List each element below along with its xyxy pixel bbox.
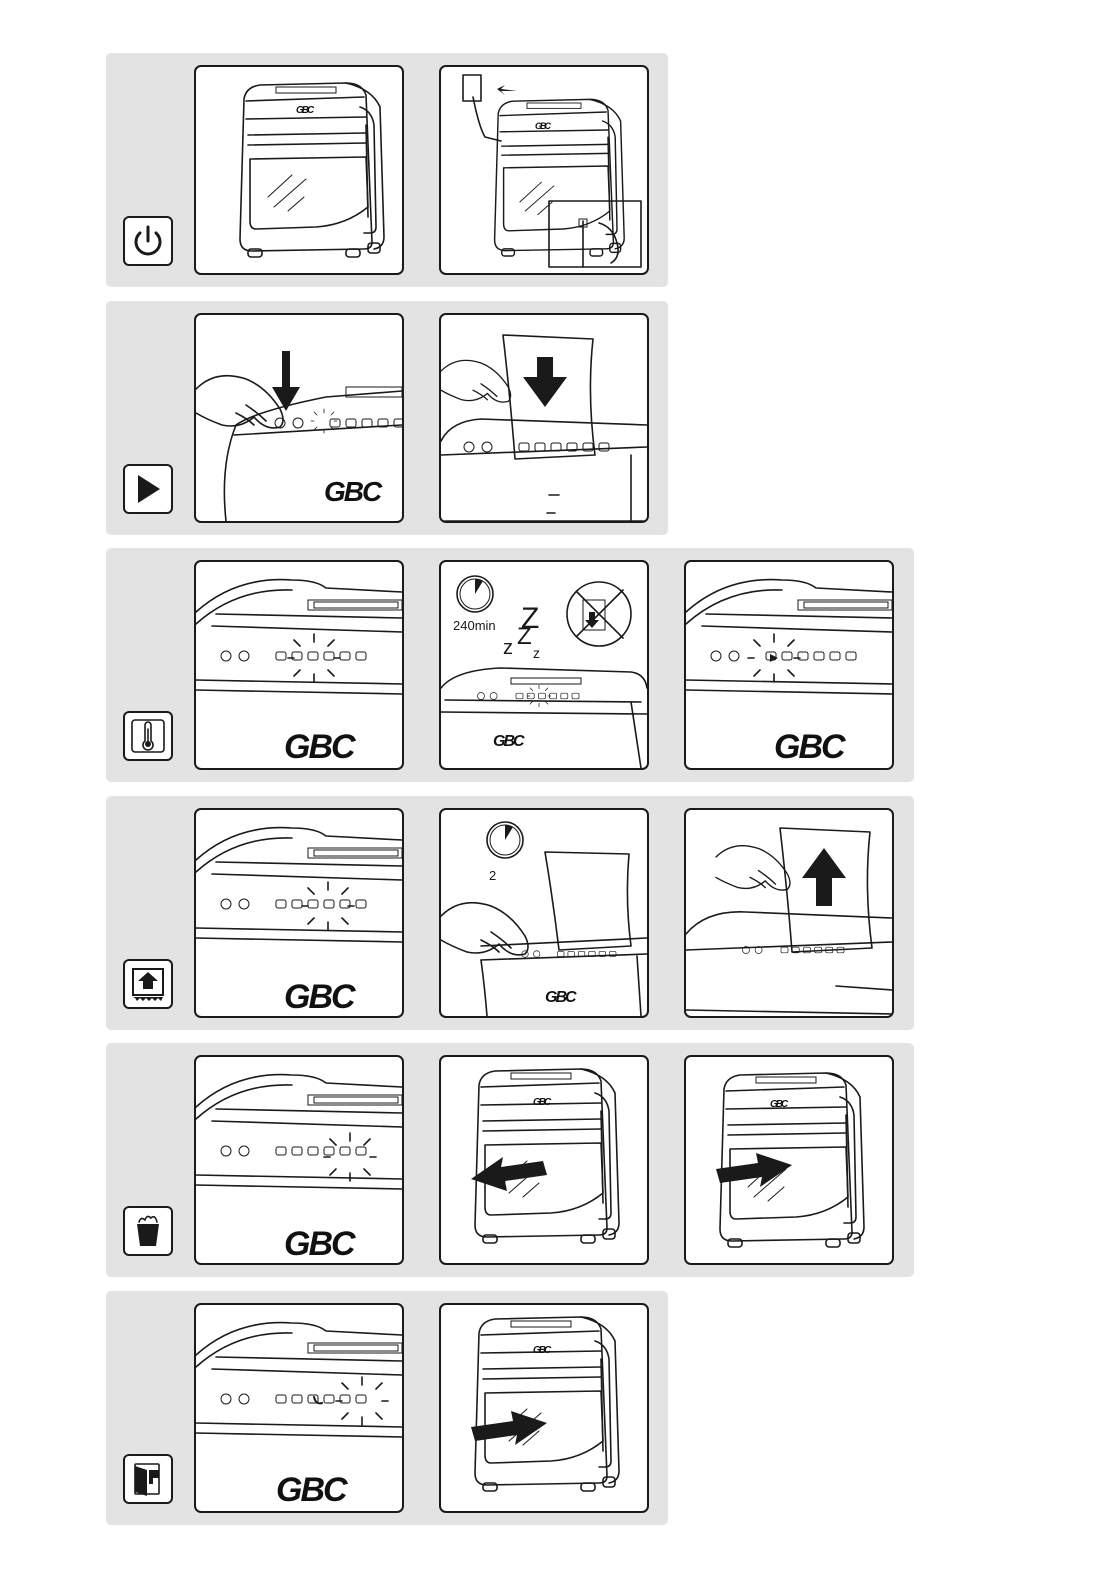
svg-text:GBC: GBC (493, 733, 525, 750)
panel-bin-light: GBC (194, 1055, 404, 1265)
panel-door-light: GBC (194, 1303, 404, 1513)
paper-jam-icon (123, 959, 173, 1009)
step-row-auto-start: GBC (106, 301, 668, 535)
step-row-paper-jam: GBC 2 GBC (106, 796, 914, 1030)
cool-down-time: 240min (453, 618, 496, 633)
step-row-overheat: GBC 240min z Z Z z GBC (106, 548, 914, 782)
svg-text:GBC: GBC (533, 1345, 552, 1356)
bin-icon (123, 1206, 173, 1256)
svg-text:GBC: GBC (770, 1099, 789, 1110)
svg-text:GBC: GBC (533, 1097, 552, 1108)
step-row-bin-full: GBC GBC GBC (106, 1043, 914, 1277)
reverse-seconds: 2 (489, 868, 496, 883)
panel-plug-in: GBC (439, 65, 649, 275)
thermometer-icon (123, 711, 173, 761)
svg-text:GBC: GBC (276, 1471, 348, 1509)
svg-text:Z: Z (521, 602, 539, 635)
panel-shredder-front: GBC (194, 65, 404, 275)
panel-push-bin: GBC (684, 1055, 894, 1265)
panel-close-bin: GBC (439, 1303, 649, 1513)
gbc-logo: GBC (296, 105, 315, 116)
svg-text:z: z (503, 637, 513, 659)
svg-text:GBC: GBC (284, 978, 356, 1016)
panel-cool-down: 240min z Z Z z GBC (439, 560, 649, 770)
panel-reverse: 2 GBC (439, 808, 649, 1018)
panel-overheat-light: GBC (194, 560, 404, 770)
panel-insert-paper (439, 313, 649, 523)
step-row-door-open: GBC GBC (106, 1291, 668, 1525)
svg-text:GBC: GBC (284, 1225, 356, 1263)
play-icon (123, 464, 173, 514)
panel-resume-light: GBC (684, 560, 894, 770)
panel-pull-bin: GBC (439, 1055, 649, 1265)
panel-remove-paper (684, 808, 894, 1018)
svg-text:GBC: GBC (284, 728, 356, 766)
power-icon (123, 216, 173, 266)
step-row-power: GBC GBC (106, 53, 668, 287)
svg-text:GBC: GBC (774, 728, 846, 766)
svg-text:GBC: GBC (535, 121, 552, 131)
door-icon (123, 1454, 173, 1504)
svg-text:GBC: GBC (324, 476, 383, 507)
svg-text:z: z (533, 645, 540, 661)
panel-press-auto: GBC (194, 313, 404, 523)
svg-text:GBC: GBC (545, 989, 577, 1006)
panel-jam-light: GBC (194, 808, 404, 1018)
